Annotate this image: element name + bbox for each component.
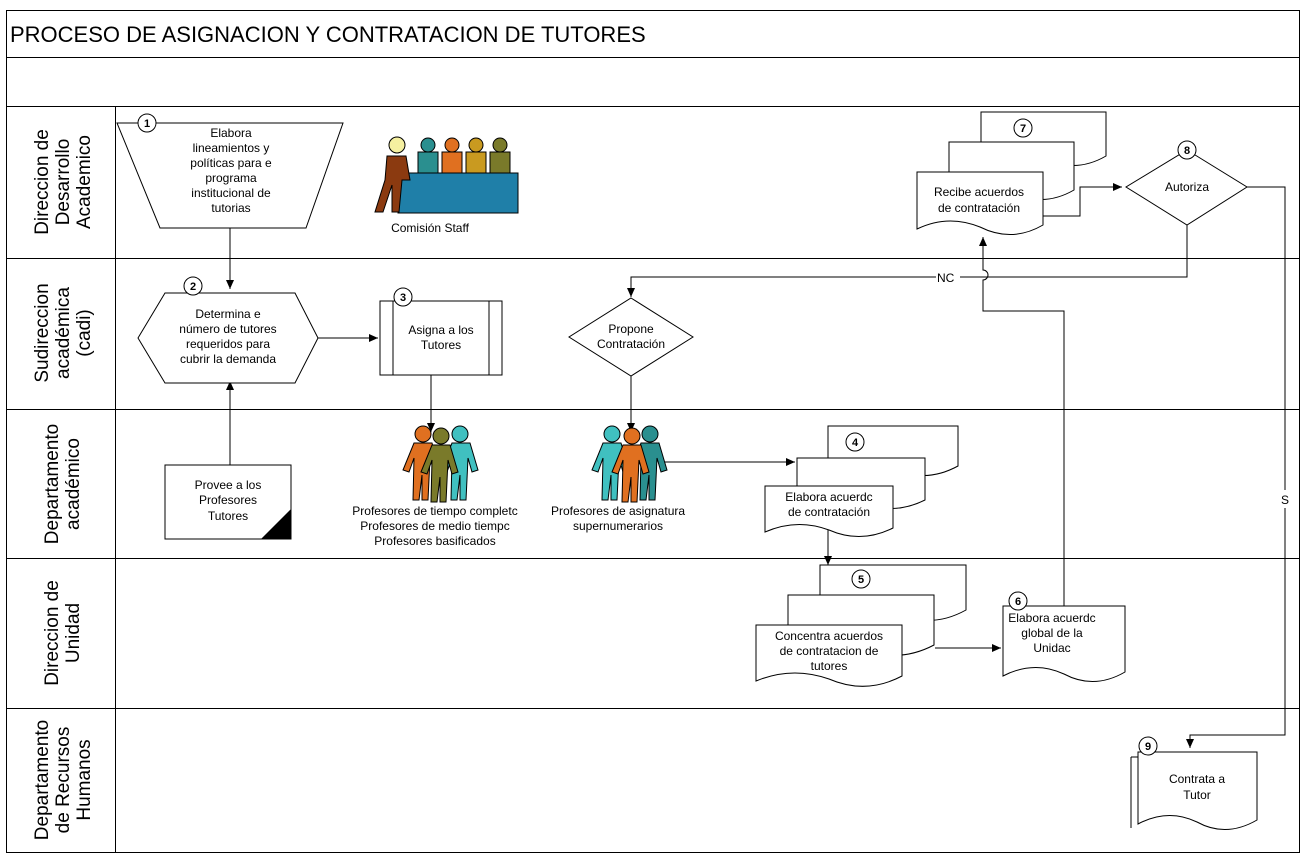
step-text: Elabora <box>210 126 252 140</box>
step-number-badge <box>1177 140 1197 160</box>
no-flow-label: NC <box>937 271 955 285</box>
step-text: Contratación <box>597 337 665 351</box>
people-group-icon <box>402 425 479 503</box>
step-text: institucional de <box>191 186 271 200</box>
step-text: Provee a los <box>195 478 262 492</box>
step-text: programa <box>205 171 257 185</box>
step-number-badge <box>1013 118 1033 138</box>
step-number-badge <box>845 432 865 452</box>
step-text: de contratacion de <box>780 644 879 658</box>
step-text: global de la <box>1021 626 1083 640</box>
people-label: Profesores de tiempo completc <box>352 504 517 518</box>
step-text: Contrata a <box>1169 772 1225 786</box>
step-text: Unidac <box>1033 641 1070 655</box>
people-label: supernumerarios <box>573 519 663 533</box>
no-label-bg <box>936 270 960 285</box>
step-9-document: 9 Contrata a Tutor <box>1130 736 1258 831</box>
si-label-bg <box>1278 490 1294 508</box>
decision-propone-contratacion: Propone Contratación <box>568 297 694 377</box>
lane-label-desarrollo: Direccion de Desarrollo Academico <box>32 129 95 235</box>
step-text: políticas para e <box>190 156 272 170</box>
step-text: Asigna a los <box>408 323 473 337</box>
lane-label-line: Departamento <box>32 720 53 840</box>
lane-label-line: Humanos <box>74 739 95 820</box>
step-6-document: 6 Elabora acuerdc global de la Unidac <box>1002 591 1126 683</box>
step-text: de contratación <box>938 201 1020 215</box>
staff-label: Comisión Staff <box>391 221 469 235</box>
step-number: 8 <box>1184 145 1190 157</box>
step-5-multi-document: 5 Concentra acuerdos de contratacion de … <box>755 564 967 687</box>
step-number: 7 <box>1020 123 1026 135</box>
step-number: 4 <box>852 437 859 449</box>
step-number: 1 <box>144 118 150 130</box>
step-4-multi-document: 4 Elabora acuerdc de contratación <box>764 425 959 538</box>
step-text: Propone <box>608 322 654 336</box>
lane-label-line: (cadi) <box>74 309 95 357</box>
people-label: Profesores de medio tiempc <box>360 519 509 533</box>
step-text: Tutor <box>1183 788 1211 802</box>
step-text: Profesores <box>199 493 257 507</box>
step-text: de contratación <box>788 505 870 519</box>
step-text: tutorias <box>211 201 250 215</box>
step-7-multi-document: 7 Recibe acuerdos de contratación <box>916 111 1107 236</box>
lane-label-line: Direccion de <box>32 129 53 235</box>
step-text: Determina e <box>195 307 261 321</box>
lane-label-unidad: Direccion de Unidad <box>42 580 84 686</box>
lane-label-recursos: Departamento de Recursos Humanos <box>32 720 95 840</box>
people-group-icon <box>591 425 668 503</box>
step-text: tutores <box>811 659 848 673</box>
step-number-badge <box>393 287 413 307</box>
lane-label-line: Desarrollo <box>53 139 74 226</box>
step-text: Recibe acuerdos <box>934 185 1024 199</box>
step-number-badge <box>183 276 203 296</box>
step-text: lineamientos y <box>193 141 270 155</box>
step-3-predefined-process: 3 Asigna a los Tutores <box>379 287 503 376</box>
step-number: 2 <box>190 281 196 293</box>
step-text: cubrir la demanda <box>180 352 276 366</box>
step-8-decision: 8 Autoriza <box>1125 140 1248 226</box>
lane-label-line: académica <box>53 287 74 379</box>
lane-label-line: Unidad <box>63 603 84 663</box>
step-text: Elabora acuerdc <box>785 490 872 504</box>
lane-label-line: Direccion de <box>42 580 63 686</box>
connectors <box>226 183 1286 748</box>
step-text: requeridos para <box>186 337 270 351</box>
si-flow-label: S <box>1281 493 1289 507</box>
lane-label-sudireccion: Sudireccion académica (cadi) <box>32 283 95 382</box>
step-1-manual-operation: 1 Elabora lineamientos y políticas para … <box>116 113 344 229</box>
step-text: Concentra acuerdos <box>775 629 883 643</box>
step-number: 6 <box>1015 596 1021 608</box>
provee-card: Provee a los Profesores Tutores <box>164 464 292 540</box>
lane-label-line: Departamento <box>42 424 63 544</box>
step-text: número de tutores <box>179 322 276 336</box>
step-number-badge <box>137 113 157 133</box>
step-number-badge <box>1138 736 1158 756</box>
lane-label-line: Academico <box>74 135 95 229</box>
committee-staff-icon: Comisión Staff <box>374 136 519 235</box>
step-number-badge <box>1008 591 1028 611</box>
lane-label-line: de Recursos <box>53 727 74 834</box>
people-label: Profesores basificados <box>374 534 495 548</box>
step-number: 9 <box>1145 741 1151 753</box>
step-number: 5 <box>858 574 864 586</box>
lane-label-line: académico <box>63 438 84 530</box>
corner-mark <box>261 509 291 539</box>
step-text: Tutores <box>208 509 248 523</box>
step-text: Tutores <box>421 338 461 352</box>
lane-label-departamento: Departamento académico <box>42 424 84 544</box>
step-text: Autoriza <box>1165 180 1209 194</box>
people-label: Profesores de asignatura <box>551 504 685 518</box>
step-2-preparation: 2 Determina e número de tutores requerid… <box>137 276 319 384</box>
step-number-badge <box>851 569 871 589</box>
step-number: 3 <box>400 292 406 304</box>
lane-label-line: Sudireccion <box>32 283 53 382</box>
diagram-title: PROCESO DE ASIGNACION Y CONTRATACION DE … <box>10 22 646 47</box>
step-text: Elabora acuerdc <box>1008 611 1095 625</box>
